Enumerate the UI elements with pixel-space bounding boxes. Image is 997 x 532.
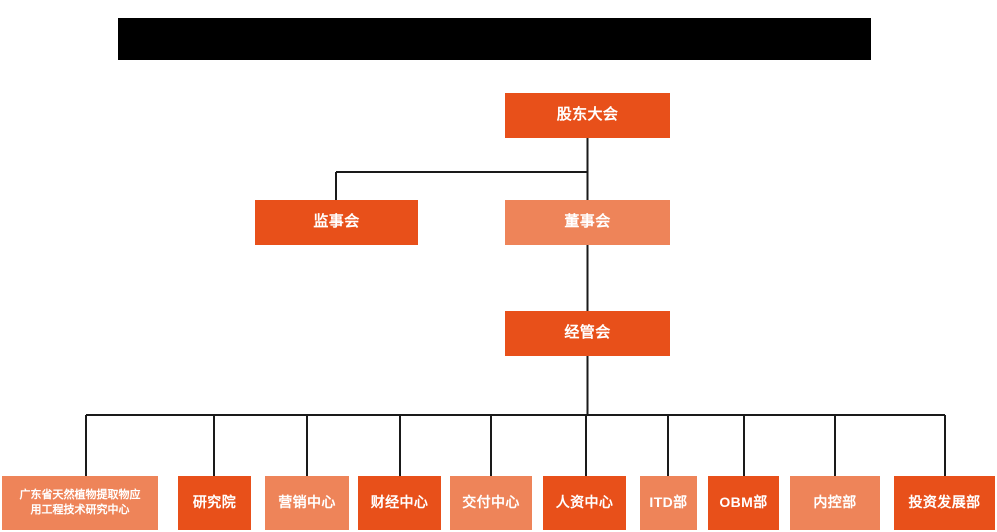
org-node-label-supervisors: 监事会 — [313, 213, 360, 231]
org-node-directors[interactable]: 董事会 — [505, 200, 670, 245]
org-node-delivery[interactable]: 交付中心 — [450, 476, 532, 530]
org-node-label-itd: ITD部 — [649, 494, 688, 511]
org-node-institute[interactable]: 研究院 — [178, 476, 251, 530]
org-node-rnd-center[interactable]: 广东省天然植物提取物应 用工程技术研究中心 — [2, 476, 158, 530]
org-node-label-finance: 财经中心 — [370, 494, 429, 511]
org-node-marketing[interactable]: 营销中心 — [265, 476, 349, 530]
org-node-hr[interactable]: 人资中心 — [543, 476, 626, 530]
org-node-internal-ctrl[interactable]: 内控部 — [790, 476, 880, 530]
org-node-label-internal-ctrl: 内控部 — [813, 494, 857, 511]
org-node-label-marketing: 营销中心 — [278, 494, 336, 511]
org-node-investment-dev[interactable]: 投资发展部 — [894, 476, 995, 530]
org-node-label-directors: 董事会 — [564, 213, 611, 231]
org-node-obm[interactable]: OBM部 — [708, 476, 779, 530]
redacted-title-banner — [118, 18, 871, 60]
org-node-finance[interactable]: 财经中心 — [358, 476, 441, 530]
org-node-management[interactable]: 经管会 — [505, 311, 670, 356]
org-node-supervisors[interactable]: 监事会 — [255, 200, 418, 245]
org-node-label-rnd-center: 广东省天然植物提取物应 用工程技术研究中心 — [19, 489, 141, 516]
org-node-itd[interactable]: ITD部 — [640, 476, 697, 530]
org-node-label-obm: OBM部 — [719, 494, 768, 511]
org-node-label-hr: 人资中心 — [555, 494, 614, 511]
org-node-shareholders[interactable]: 股东大会 — [505, 93, 670, 138]
org-node-label-delivery: 交付中心 — [462, 494, 520, 511]
org-node-label-investment-dev: 投资发展部 — [908, 494, 981, 511]
org-node-label-institute: 研究院 — [192, 494, 237, 511]
org-node-label-shareholders: 股东大会 — [556, 106, 619, 124]
org-node-label-management: 经管会 — [564, 324, 611, 342]
